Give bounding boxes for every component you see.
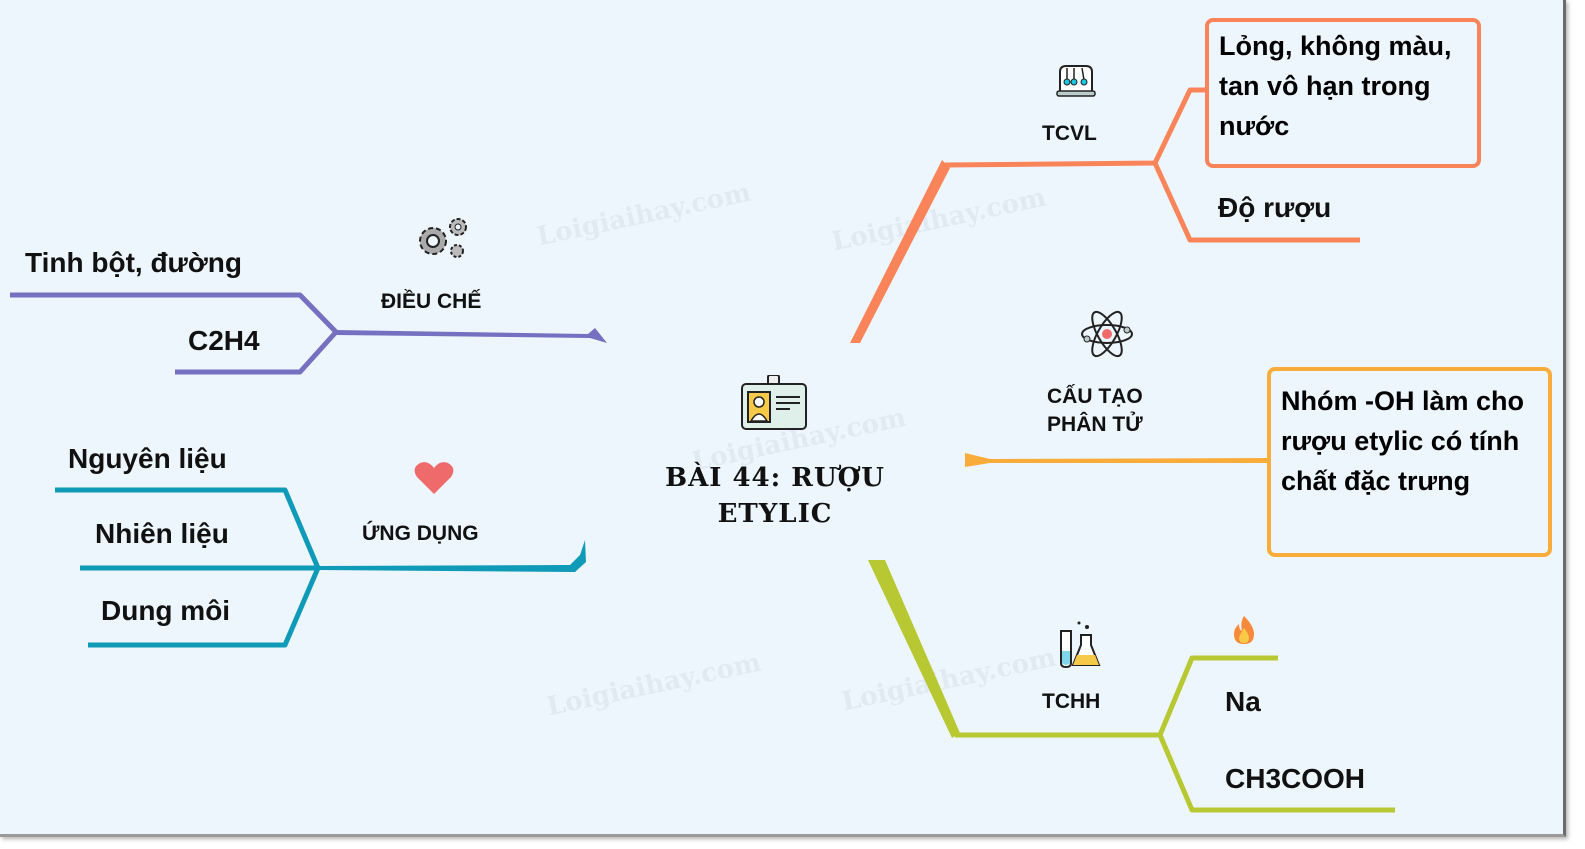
branch-tchh-lines [868,560,1395,813]
leaf-ch3cooh[interactable]: CH3COOH [1225,763,1366,794]
leaf-c2h4[interactable]: C2H4 [188,325,260,356]
newtons-cradle-icon [1056,65,1096,97]
branch-tcvl-lines [850,87,1360,343]
flask-icon [1060,621,1101,669]
heart-icon [414,462,454,494]
atom-icon [1081,310,1133,358]
leaf-oh-group[interactable]: Nhóm -OH làm cho rượu etylic có tính chấ… [1267,367,1552,557]
branch-lines [10,87,1395,813]
leaf-dung-moi[interactable]: Dung môi [101,595,231,626]
leaf-tinh-bot-duong[interactable]: Tinh bột, đường [25,247,242,278]
node-cau-tao-line1: CẤU TẠO [1047,385,1143,408]
branch-dieuche-lines [10,292,607,375]
central-topic-line2: ETYLIC [717,499,833,529]
branch-cautao-lines [965,453,1270,467]
gears-icon [419,218,467,258]
node-cau-tao-phan-tu[interactable]: CẤU TẠO PHÂN TỬ [1047,383,1143,439]
node-ung-dung[interactable]: ỨNG DỤNG [362,522,479,545]
leaf-tcvl-properties[interactable]: Lỏng, không màu, tan vô hạn trong nước [1205,18,1481,168]
node-tcvl[interactable]: TCVL [1042,122,1097,145]
leaf-nhien-lieu[interactable]: Nhiên liệu [95,518,229,549]
id-card-icon [741,375,807,430]
branch-ungdung-lines [55,487,586,648]
node-tchh[interactable]: TCHH [1042,690,1101,713]
node-cau-tao-line2: PHÂN TỬ [1047,413,1143,436]
central-topic[interactable]: BÀI 44: RƯỢU ETYLIC [640,460,910,532]
mindmap-canvas: Loigiaihay.com Loigiaihay.com Loigiaihay… [0,0,1566,837]
leaf-do-ruou[interactable]: Độ rượu [1218,192,1332,223]
leaf-nguyen-lieu[interactable]: Nguyên liệu [68,443,227,474]
node-dieu-che[interactable]: ĐIỀU CHẾ [381,290,482,313]
fire-icon [1234,616,1254,644]
leaf-na[interactable]: Na [1225,686,1261,717]
central-topic-line1: BÀI 44: RƯỢU [665,463,885,493]
